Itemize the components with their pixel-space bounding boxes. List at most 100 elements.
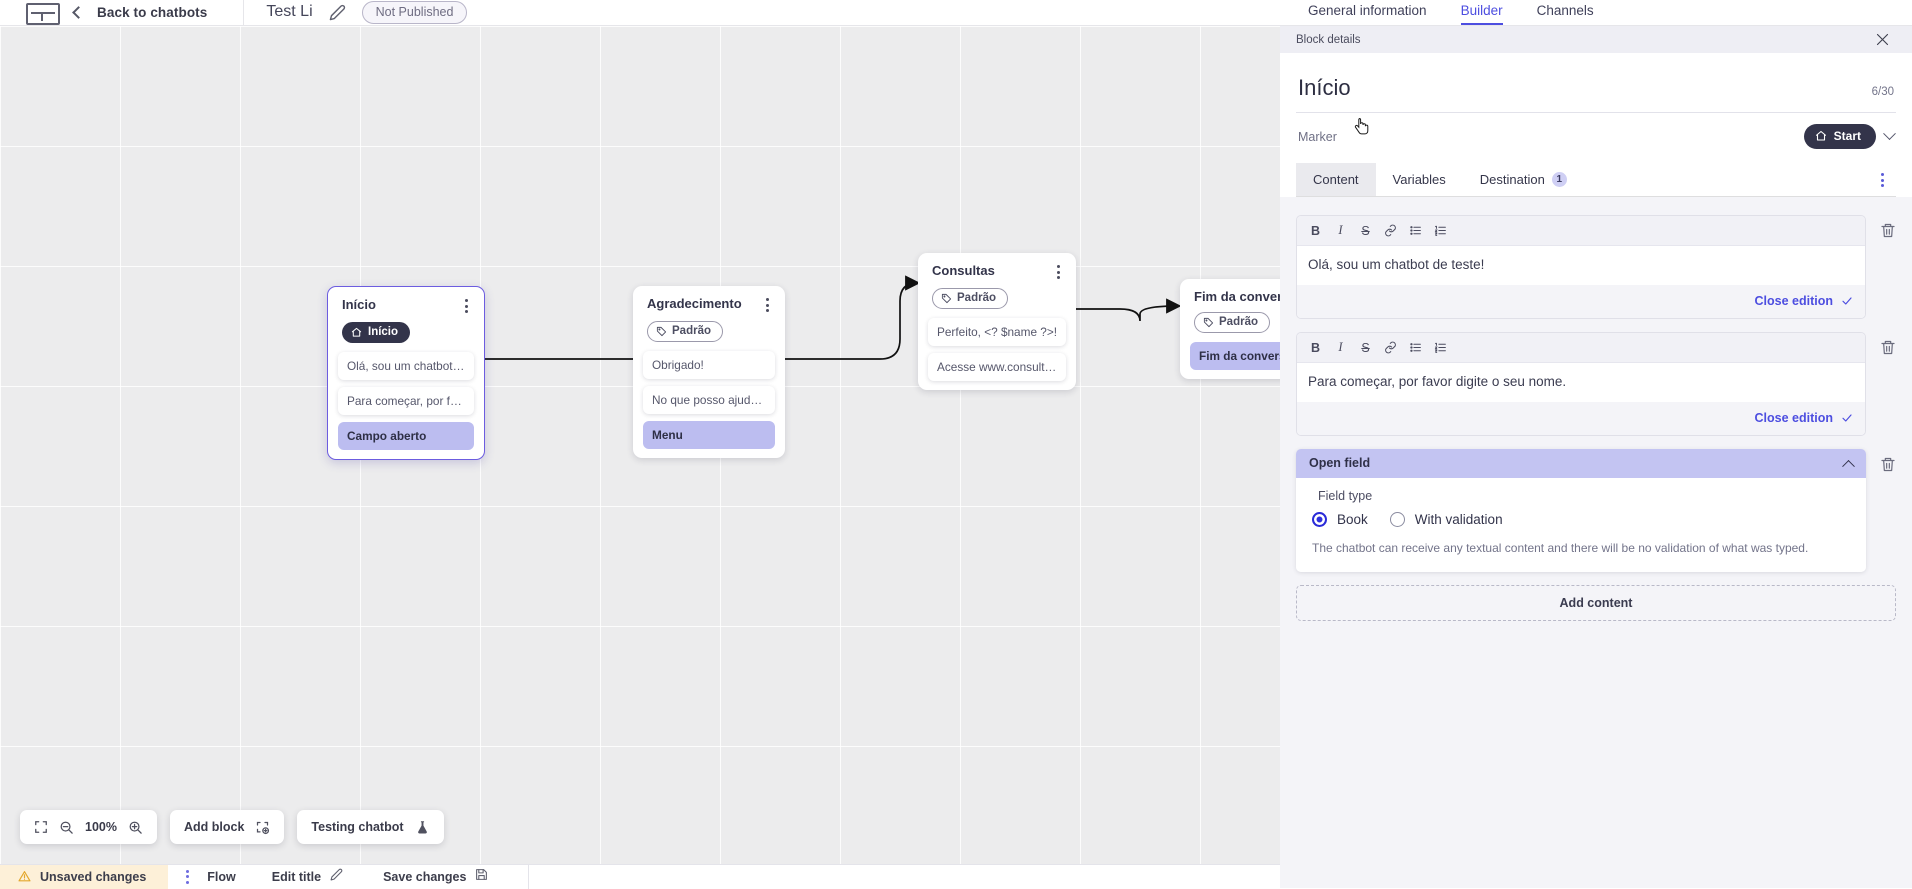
node-tag-row: Início: [328, 315, 484, 343]
save-changes-label: Save changes: [383, 870, 466, 884]
subtab-content-label: Content: [1313, 172, 1359, 187]
bold-icon[interactable]: B: [1303, 337, 1328, 358]
save-disk-icon: [475, 868, 492, 885]
fit-screen-icon[interactable]: [34, 820, 48, 834]
numbered-list-icon[interactable]: [1428, 337, 1453, 358]
subtab-content[interactable]: Content: [1296, 163, 1376, 196]
home-icon: [351, 327, 362, 338]
add-content-button[interactable]: Add content: [1296, 585, 1896, 621]
subtab-destination[interactable]: Destination 1: [1463, 163, 1584, 196]
canvas-toolbar: 100% Add block Testing chatbot: [20, 810, 444, 844]
add-block-icon: [255, 820, 270, 835]
editor-text[interactable]: Para começar, por favor digite o seu nom…: [1297, 363, 1865, 402]
open-field-header[interactable]: Open field: [1296, 449, 1866, 478]
radio-option-with-validation[interactable]: With validation: [1390, 512, 1503, 527]
delete-content-icon[interactable]: [1880, 339, 1896, 356]
zoom-in-icon[interactable]: [128, 820, 143, 835]
tag-icon: [941, 293, 952, 304]
radio-with-validation-input[interactable]: [1390, 512, 1405, 527]
open-field-body: Field type Book With validation The: [1296, 478, 1866, 572]
add-block-button[interactable]: Add block: [170, 810, 284, 844]
editor-toolbar: B I S: [1297, 216, 1865, 246]
node-row[interactable]: Campo aberto: [338, 422, 474, 450]
subtab-variables[interactable]: Variables: [1376, 163, 1463, 196]
top-bar-left: Back to chatbots: [0, 0, 207, 25]
flow-node-agradecimento[interactable]: Agradecimento Padrão Obrigado! No que po…: [633, 286, 785, 458]
radio-option-book[interactable]: Book: [1312, 512, 1368, 527]
link-icon[interactable]: [1378, 337, 1403, 358]
rich-text-editor[interactable]: B I S Olá, sou um chatbot de tes: [1296, 215, 1866, 319]
open-field-title: Open field: [1309, 456, 1370, 470]
add-block-label: Add block: [184, 820, 244, 834]
back-to-chatbots-link[interactable]: Back to chatbots: [97, 5, 207, 20]
node-menu-icon[interactable]: [764, 296, 771, 314]
delete-content-icon[interactable]: [1880, 456, 1896, 473]
rich-text-editor[interactable]: B I S Para começar, por favor di: [1296, 332, 1866, 436]
save-changes-button[interactable]: Save changes: [383, 868, 492, 885]
content-item-text-1: B I S Olá, sou um chatbot de tes: [1296, 215, 1896, 319]
italic-icon[interactable]: I: [1328, 220, 1353, 241]
close-edition-button[interactable]: Close edition: [1297, 285, 1865, 318]
node-title: Agradecimento: [647, 296, 742, 312]
close-edition-button[interactable]: Close edition: [1297, 402, 1865, 435]
chevron-up-icon[interactable]: [1842, 459, 1855, 472]
italic-icon[interactable]: I: [1328, 337, 1353, 358]
node-row[interactable]: Perfeito, <? $name ?>!: [928, 318, 1066, 346]
field-type-radio-group: Book With validation: [1312, 512, 1850, 527]
node-default-pill: Padrão: [647, 321, 723, 342]
block-details-header: Block details: [1280, 26, 1912, 53]
subtab-variables-label: Variables: [1393, 172, 1446, 187]
zoom-out-icon[interactable]: [59, 820, 74, 835]
tag-icon: [1203, 317, 1214, 328]
edit-pencil-icon[interactable]: [329, 4, 346, 21]
bullet-list-icon[interactable]: [1403, 220, 1428, 241]
publish-status-badge: Not Published: [362, 1, 468, 24]
node-rows: Olá, sou um chatbot de teste! Para começ…: [328, 343, 484, 450]
node-row[interactable]: Acesse www.consultas.com par...: [928, 353, 1066, 381]
numbered-list-icon[interactable]: [1428, 220, 1453, 241]
editor-toolbar: B I S: [1297, 333, 1865, 363]
tab-general-information[interactable]: General information: [1308, 3, 1427, 25]
destination-count-badge: 1: [1552, 172, 1567, 187]
chevron-left-icon[interactable]: [72, 6, 85, 19]
node-row[interactable]: No que posso ajudar, <? $name ...: [643, 386, 775, 414]
node-menu-icon[interactable]: [1055, 263, 1062, 281]
pencil-icon: [330, 868, 347, 885]
editor-text[interactable]: Olá, sou um chatbot de teste!: [1297, 246, 1865, 285]
node-menu-icon[interactable]: [463, 297, 470, 315]
testing-chatbot-button[interactable]: Testing chatbot: [297, 810, 443, 844]
panel-tabs: General information Builder Channels: [1280, 0, 1912, 26]
chevron-down-icon[interactable]: [1883, 127, 1896, 140]
node-header: Agradecimento: [633, 296, 785, 314]
flow-button[interactable]: Flow: [207, 870, 235, 884]
strikethrough-icon[interactable]: S: [1353, 337, 1378, 358]
node-default-pill: Padrão: [1194, 312, 1270, 333]
radio-book-input[interactable]: [1312, 512, 1327, 527]
bullet-list-icon[interactable]: [1403, 337, 1428, 358]
node-row[interactable]: Menu: [643, 421, 775, 449]
flow-node-consultas[interactable]: Consultas Padrão Perfeito, <? $name ?>! …: [918, 253, 1076, 390]
marker-start-pill[interactable]: Start: [1804, 124, 1876, 149]
flow-node-inicio[interactable]: Início Início Olá, sou um chatbot de tes…: [327, 286, 485, 460]
zoom-controls: 100%: [20, 810, 157, 844]
strikethrough-icon[interactable]: S: [1353, 220, 1378, 241]
node-row[interactable]: Olá, sou um chatbot de teste!: [338, 352, 474, 380]
node-row[interactable]: Obrigado!: [643, 351, 775, 379]
tab-builder[interactable]: Builder: [1461, 3, 1503, 25]
tab-channels[interactable]: Channels: [1537, 3, 1594, 25]
zoom-level-label: 100%: [85, 820, 117, 834]
delete-content-icon[interactable]: [1880, 222, 1896, 239]
radio-book-label: Book: [1337, 512, 1368, 527]
node-rows: Obrigado! No que posso ajudar, <? $name …: [633, 342, 785, 449]
status-menu-icon[interactable]: [186, 870, 189, 884]
edit-title-button[interactable]: Edit title: [272, 868, 347, 885]
bold-icon[interactable]: B: [1303, 220, 1328, 241]
close-icon[interactable]: [1875, 32, 1890, 47]
block-title[interactable]: Início: [1298, 75, 1351, 101]
tag-icon: [656, 326, 667, 337]
subtabs-menu-icon[interactable]: [1873, 164, 1892, 196]
link-icon[interactable]: [1378, 220, 1403, 241]
content-item-text-2: B I S Para começar, por favor di: [1296, 332, 1896, 436]
node-row[interactable]: Para começar, por favor digite o ...: [338, 387, 474, 415]
block-details-panel: General information Builder Channels Blo…: [1280, 0, 1912, 888]
